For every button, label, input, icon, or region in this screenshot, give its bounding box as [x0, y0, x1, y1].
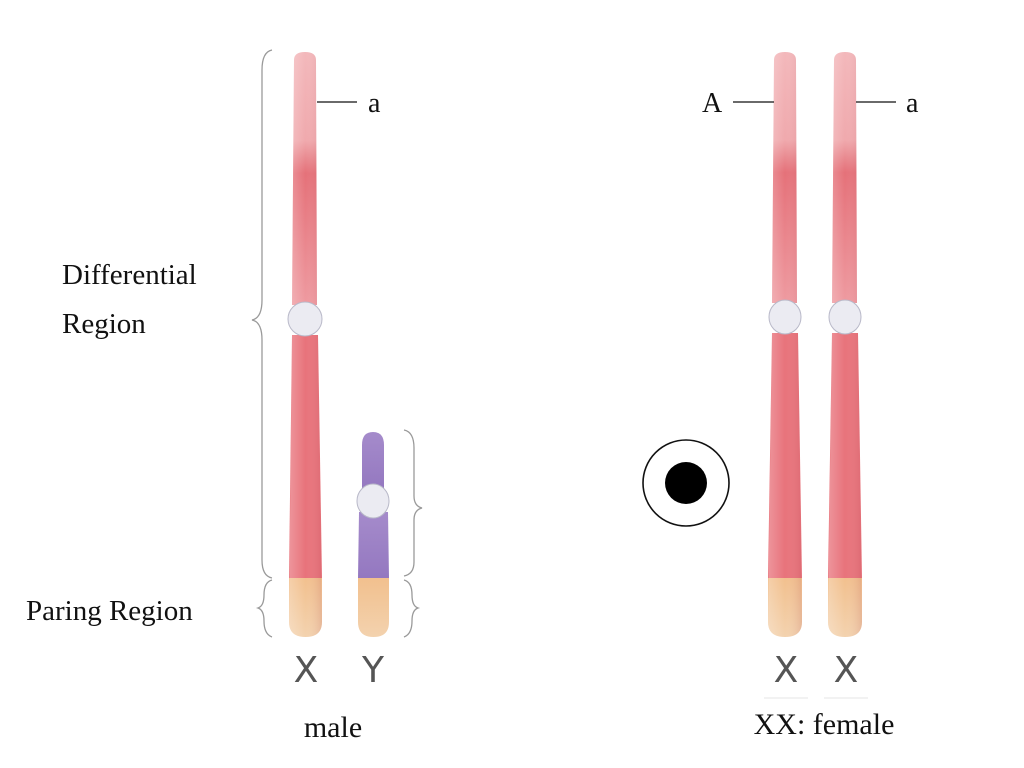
female-x1-chromosome [768, 52, 802, 637]
y-chromosome [356, 432, 390, 637]
circle-dot-icon [642, 439, 730, 527]
allele-label-male-x: a [368, 88, 381, 119]
centromere [356, 483, 390, 519]
female-x1-letter: X [774, 650, 799, 691]
differential-region-label-line2: Region [62, 308, 146, 340]
male-caption: male [304, 711, 362, 744]
male-y-letter: Y [361, 650, 385, 691]
female-x2-chromosome [828, 52, 862, 637]
female-x2-letter: X [834, 650, 859, 691]
centromere [287, 301, 323, 337]
male-x-chromosome [287, 52, 323, 637]
centromere [768, 299, 802, 335]
allele-label-female-x1: A [702, 88, 723, 119]
differential-region-brace [251, 49, 273, 579]
pairing-region-label: Paring Region [26, 595, 193, 627]
y-pairing-brace [403, 579, 421, 638]
pairing-region-brace [255, 579, 273, 638]
male-x-letter: X [294, 650, 319, 691]
female-caption: XX: female [754, 708, 895, 741]
allele-label-female-x2: a [906, 88, 919, 119]
y-differential-brace [403, 429, 423, 577]
differential-region-label-line1: Differential [62, 259, 197, 291]
centromere [828, 299, 862, 335]
